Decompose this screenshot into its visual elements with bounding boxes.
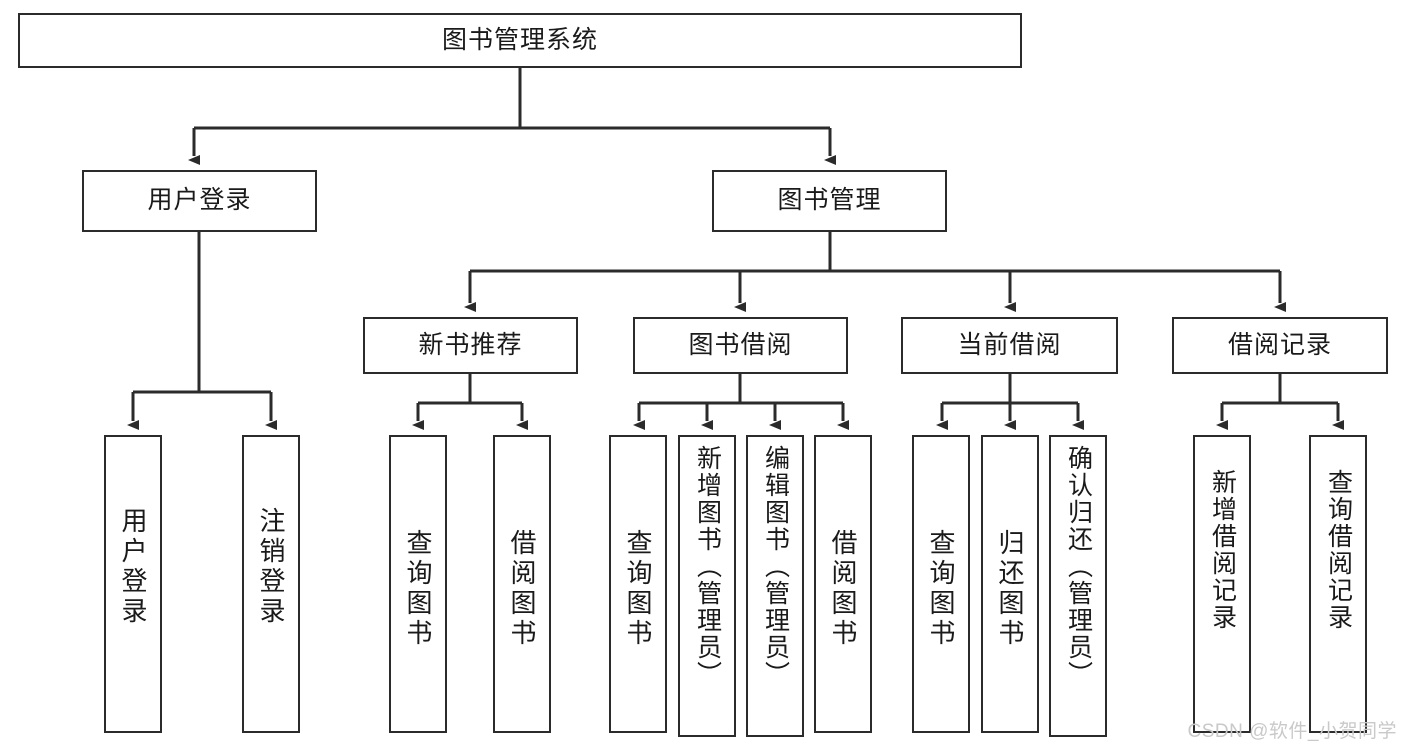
- node-label: 新增借阅记录: [1208, 469, 1237, 631]
- node-label: 查询借阅记录: [1324, 469, 1353, 631]
- leaf-recommend-query-book[interactable]: 查询图书: [389, 435, 447, 733]
- node-label: 借阅记录: [1227, 330, 1332, 359]
- node-label: 借阅图书: [828, 529, 858, 649]
- node-label: 借阅图书: [507, 529, 537, 649]
- node-label: 确认归还（管理员）: [1064, 445, 1093, 688]
- node-book-borrow[interactable]: 图书借阅: [633, 317, 848, 374]
- node-label: 用户登录: [118, 507, 148, 627]
- node-root-system[interactable]: 图书管理系统: [18, 13, 1022, 68]
- node-label: 编辑图书（管理员）: [761, 445, 790, 688]
- node-label: 图书管理: [777, 186, 882, 215]
- leaf-record-query-record[interactable]: 查询借阅记录: [1309, 435, 1367, 733]
- node-book-management[interactable]: 图书管理: [712, 170, 947, 232]
- leaf-borrow-edit-book-admin[interactable]: 编辑图书（管理员）: [746, 435, 804, 737]
- node-current-borrow[interactable]: 当前借阅: [901, 317, 1118, 374]
- node-label: 查询图书: [623, 529, 653, 649]
- node-label: 图书管理系统: [441, 25, 598, 54]
- node-user-login[interactable]: 用户登录: [82, 170, 317, 232]
- node-label: 用户登录: [147, 186, 252, 215]
- csdn-watermark: CSDN @软件_小贺同学: [1187, 721, 1397, 742]
- node-label: 当前借阅: [957, 330, 1062, 359]
- leaf-borrow-query-book[interactable]: 查询图书: [609, 435, 667, 733]
- leaf-recommend-borrow-book[interactable]: 借阅图书: [493, 435, 551, 733]
- leaf-borrow-borrow-book[interactable]: 借阅图书: [814, 435, 872, 733]
- node-label: 归还图书: [995, 529, 1025, 649]
- leaf-record-add-record[interactable]: 新增借阅记录: [1193, 435, 1251, 733]
- node-new-book-recommend[interactable]: 新书推荐: [363, 317, 578, 374]
- node-label: 查询图书: [403, 529, 433, 649]
- node-label: 图书借阅: [688, 330, 793, 359]
- leaf-borrow-add-book-admin[interactable]: 新增图书（管理员）: [678, 435, 736, 737]
- node-label: 新增图书（管理员）: [693, 445, 722, 688]
- leaf-user-logout[interactable]: 注销登录: [242, 435, 300, 733]
- leaf-user-login[interactable]: 用户登录: [104, 435, 162, 733]
- leaf-current-query-book[interactable]: 查询图书: [912, 435, 970, 733]
- leaf-current-return-book[interactable]: 归还图书: [981, 435, 1039, 733]
- leaf-current-confirm-return-admin[interactable]: 确认归还（管理员）: [1049, 435, 1107, 737]
- node-label: 查询图书: [926, 529, 956, 649]
- node-label: 注销登录: [256, 507, 286, 627]
- node-label: 新书推荐: [418, 330, 523, 359]
- node-borrow-record[interactable]: 借阅记录: [1172, 317, 1388, 374]
